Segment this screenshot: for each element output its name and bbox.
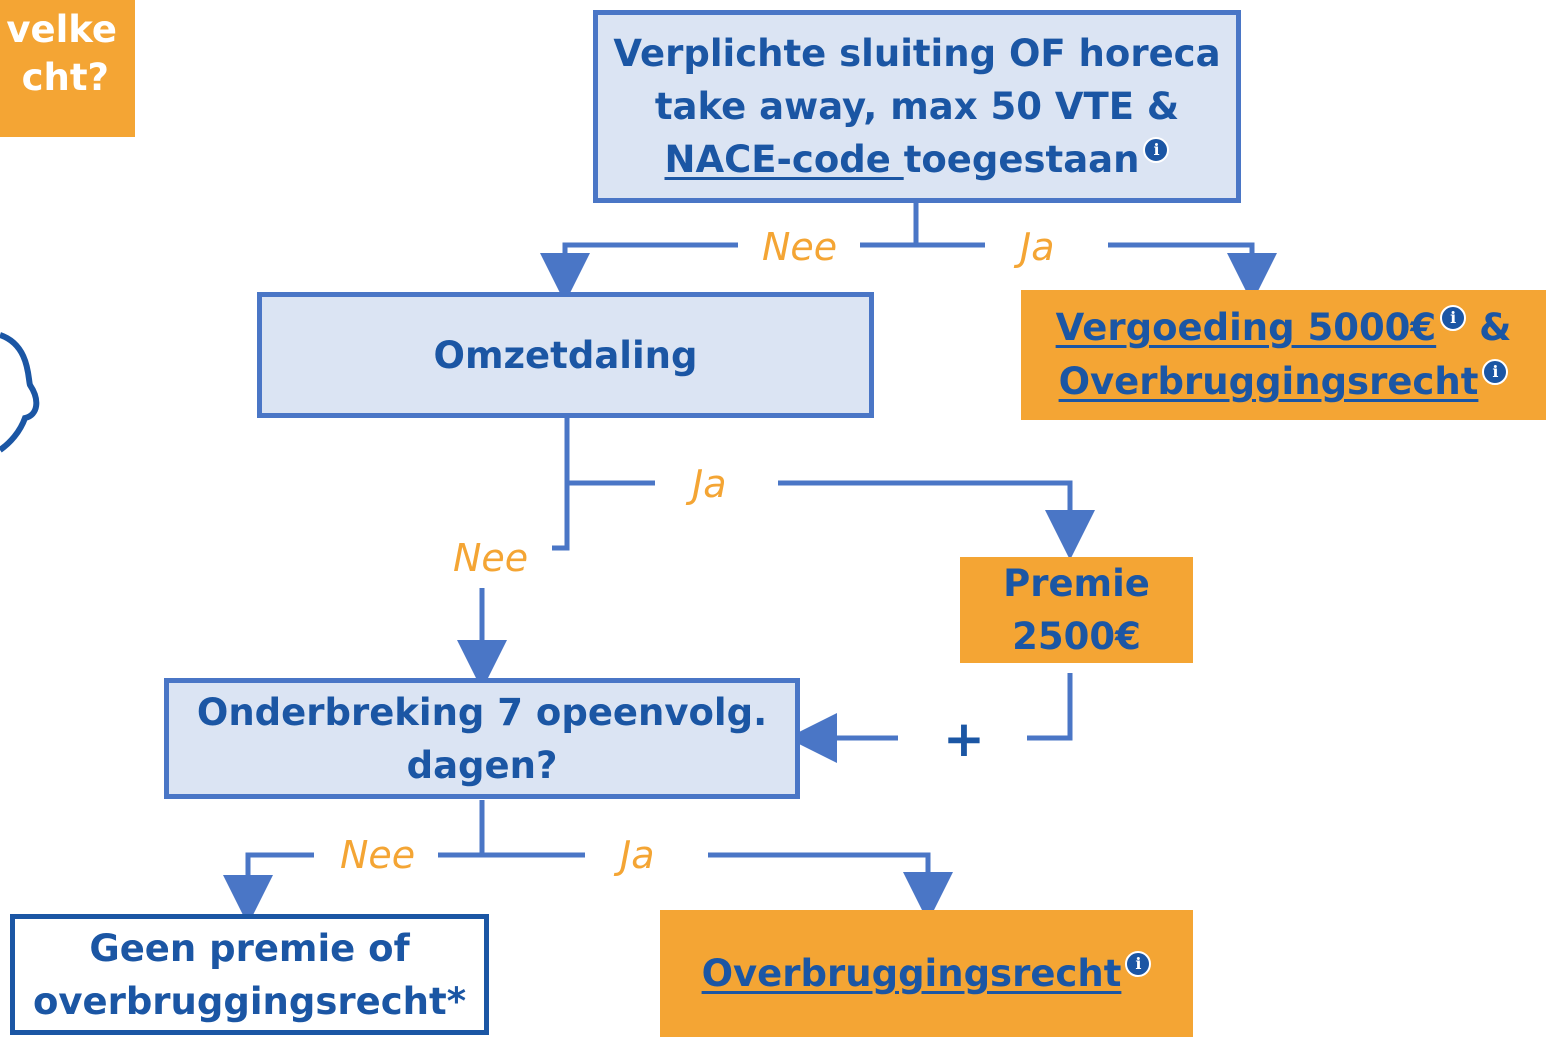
overbruggingsrecht-link[interactable]: Overbruggingsrecht [701,952,1122,995]
node-geen-premie-result: Geen premie of overbruggingsrecht* [10,914,489,1035]
node-premie-line1: Premie [1003,562,1150,605]
node-onderbreking-line1: Onderbreking 7 opeenvolg. [196,690,768,734]
section-title-line1: velke [6,8,117,51]
connector-omzet-ja [778,480,1095,560]
plus-sign: + [943,710,985,768]
ampersand-text: & [1479,306,1512,349]
edge-label-omzet-nee: Nee [453,536,529,580]
section-title-badge: velke cht? [0,0,135,137]
edge-label-start-ja: Ja [1020,225,1055,269]
overbruggingsrecht-link[interactable]: Overbruggingsrecht [1058,360,1479,403]
node-premie-result: Premie 2500€ [960,557,1193,663]
nace-code-link[interactable]: NACE-code [664,138,904,181]
node-start-question: Verplichte sluiting OF horeca take away,… [593,10,1241,203]
node-omzetdaling: Omzetdaling [257,292,874,418]
node-onderbreking-question: Onderbreking 7 opeenvolg. dagen? [164,678,800,799]
node-geen-line2: overbruggingsrecht* [32,979,467,1023]
edge-label-onder-nee: Nee [340,833,416,877]
connector-onder-nee [223,852,314,925]
info-icon[interactable]: i [1440,304,1467,331]
connector-start-ja [1108,242,1277,303]
node-onderbreking-line2: dagen? [406,743,558,787]
node-start-line1: Verplichte sluiting OF horeca [613,32,1221,75]
node-premie-line2: 2500€ [1012,615,1141,658]
connector-onder-ja [708,852,953,922]
vergoeding-link[interactable]: Vergoeding 5000€ [1055,306,1437,349]
section-title-line2: cht? [21,56,109,99]
edge-label-omzet-ja: Ja [692,462,727,506]
edge-label-onder-ja: Ja [620,833,655,877]
connector-premie-down [1027,673,1073,741]
info-icon[interactable]: i [1125,950,1152,977]
cropped-icon-outline [0,332,40,453]
info-icon[interactable]: i [1482,358,1509,385]
node-geen-line1: Geen premie of [89,926,410,970]
info-icon[interactable]: i [1143,136,1170,163]
node-start-line2: take away, max 50 VTE & [654,85,1180,128]
node-start-rest: toegestaan [903,138,1140,181]
node-vergoeding-line1: Vergoeding 5000€i & [1055,301,1512,355]
connector-start-nee [540,242,738,303]
edge-label-start-nee: Nee [762,225,838,269]
connector-omzet-stem [552,418,570,551]
